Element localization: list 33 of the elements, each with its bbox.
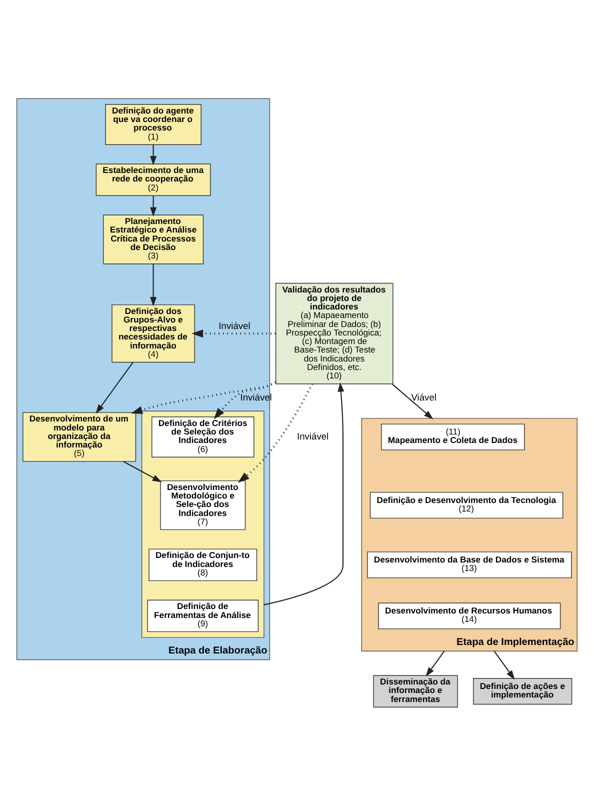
arrow (192, 330, 276, 338)
node-box: Estabelecimento de uma rede de cooperação (2) (96, 164, 211, 196)
cluster (141, 410, 264, 638)
arrow (214, 381, 276, 420)
node-box: Definição dos Grupos-Alvo e respectivas necessidades de informação (4) (112, 304, 195, 363)
arrow (130, 381, 276, 414)
arrow (96, 362, 134, 414)
node-box: Definição de Ferramentas de Análise (9) (147, 600, 259, 632)
node-box: Definição de ações e implementação (473, 678, 572, 705)
node-box: Desenvolvimento da Base de Dados e Sistema (13) (367, 552, 572, 578)
node-box: Desenvolvimento de um modelo para organização da informação (5) (22, 412, 136, 462)
node-box: Validação dos resultados do projeto de indicadores (a) Mapaeamento Preliminar de Dados; (b) Prospecção Tecnológica; (c) Montagem de Base-Teste; (d) Teste dos Indicadores Definidos, etc. (10) (275, 282, 394, 384)
arrow (238, 383, 314, 483)
arrow (494, 650, 515, 680)
arrow (150, 144, 157, 166)
arrow (122, 460, 162, 482)
node-box: (11) Mapeamento e Coleta de Dados (381, 424, 525, 450)
arrow (264, 382, 344, 606)
node-box: Planejamento Estratégico e Análise Crítica de Processos de Decisão (3) (103, 214, 204, 264)
node-box: Definição de Conjun-to de Indicadores (8) (148, 548, 258, 582)
edge-label: Inviável (218, 320, 250, 331)
arrow (392, 384, 434, 420)
node-box: Desenvolvimento Metodológico e Sele-ção dos Indicadores (7) (160, 480, 246, 530)
node-box: Definição de Critérios de Seleção dos Indicadores (6) (152, 416, 254, 458)
node-box: Definição e Desenvolvimento da Tecnologia (12) (370, 492, 564, 519)
edge-label: Viável (411, 392, 436, 403)
arrow (150, 196, 157, 217)
edge-label: Inviável (297, 431, 329, 442)
node-box: Desenvolvimento de Recursos Humanos (14) (378, 602, 561, 630)
node-box: Disseminação da informação e ferramentas (373, 675, 458, 708)
arrow (426, 650, 445, 677)
node-box: Definição do agente que va coordenar o processo (1) (105, 104, 202, 145)
arrow (150, 264, 157, 306)
